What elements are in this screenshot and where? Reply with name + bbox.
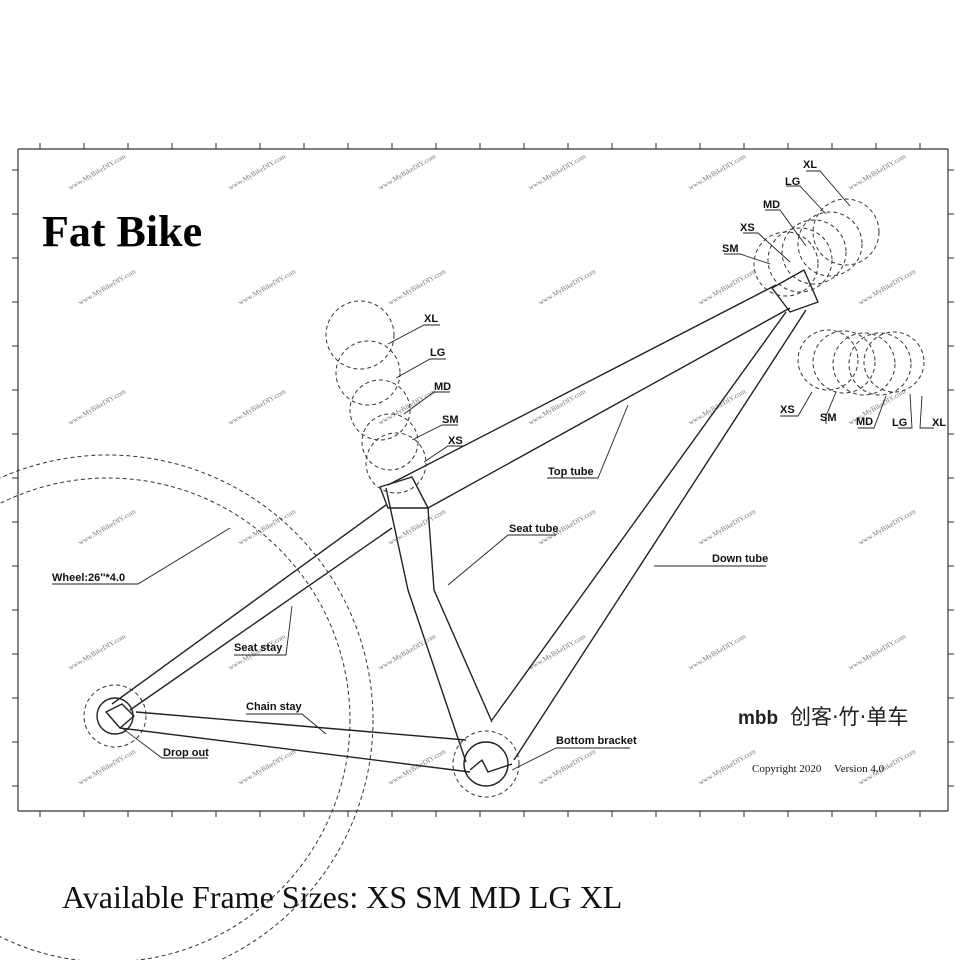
watermark-text: www.MyBikeDIY.com: [237, 747, 298, 787]
frame-sizes-caption: Available Frame Sizes: XS SM MD LG XL: [62, 879, 622, 915]
seat-stay-lower: [129, 527, 393, 711]
bottom-bracket-shell: [463, 741, 509, 787]
rear-axle-circle: [83, 684, 147, 748]
brand-name: 创客·竹·单车: [790, 705, 908, 729]
watermark-text: www.MyBikeDIY.com: [537, 267, 598, 307]
rear-axle: [96, 697, 134, 735]
watermark-text: www.MyBikeDIY.com: [387, 267, 448, 307]
sheet-border: [12, 143, 954, 817]
wheel-label: Wheel:26''*4.0: [52, 572, 125, 584]
watermark-text: www.MyBikeDIY.com: [847, 632, 908, 672]
head-size-xl-label: XL: [803, 159, 817, 171]
watermark-text: www.MyBikeDIY.com: [527, 632, 588, 672]
drop-out-label: Drop out: [163, 747, 209, 759]
watermark-text: www.MyBikeDIY.com: [387, 507, 448, 547]
watermark-text: www.MyBikeDIY.com: [227, 387, 288, 427]
seat-tube-leader: [447, 534, 556, 586]
down-tube-label: Down tube: [712, 553, 768, 565]
diagram-title: Fat Bike: [42, 207, 202, 256]
down-size-md-label: MD: [856, 416, 873, 428]
dropout-plate: [105, 703, 135, 729]
seat-size-xl-label: XL: [424, 313, 438, 325]
seat-tube-label: Seat tube: [509, 523, 559, 535]
chain-stay-label: Chain stay: [246, 701, 303, 713]
watermark-text: www.MyBikeDIY.com: [67, 632, 128, 672]
top-tube: [387, 284, 777, 486]
watermark-text: www.MyBikeDIY.com: [377, 152, 438, 192]
down-size-sm-label: SM: [820, 412, 837, 424]
leader-lines: [52, 170, 934, 771]
bottom-bracket-mark: [469, 759, 513, 773]
watermark-text: www.MyBikeDIY.com: [687, 632, 748, 672]
seat-stay-label: Seat stay: [234, 642, 283, 654]
watermark-text: www.MyBikeDIY.com: [687, 152, 748, 192]
watermark-text: www.MyBikeDIY.com: [377, 387, 438, 427]
watermark-text: www.MyBikeDIY.com: [697, 507, 758, 547]
head-size-sm-label: SM: [722, 243, 739, 255]
head-tube: [771, 269, 819, 313]
watermark-text: www.MyBikeDIY.com: [387, 747, 448, 787]
bottom-bracket-circle: [452, 730, 520, 798]
watermark-text: www.MyBikeDIY.com: [77, 267, 138, 307]
seat-stay-leader: [234, 605, 293, 656]
watermark-text: www.MyBikeDIY.com: [697, 747, 758, 787]
watermark-text: www.MyBikeDIY.com: [77, 747, 138, 787]
seat-cluster: [379, 476, 429, 509]
down-size-xl-label: XL: [932, 417, 946, 429]
wheel-outline: [0, 454, 374, 960]
watermark-text: www.MyBikeDIY.com: [67, 152, 128, 192]
seat-tube-right: [427, 507, 493, 723]
chain-stay-leader: [246, 713, 327, 735]
border-ticks: [12, 143, 954, 817]
seat-size-md-label: MD: [434, 381, 451, 393]
seat-tube: [385, 487, 467, 763]
seat-size-xs-label: XS: [448, 435, 463, 447]
down-size-circles: [797, 329, 925, 396]
wheel-leader: [52, 527, 231, 585]
watermark-text: www.MyBikeDIY.com: [527, 387, 588, 427]
seat-stay-upper: [111, 504, 387, 705]
seat-size-sm-label: SM: [442, 414, 459, 426]
watermark-text: www.MyBikeDIY.com: [237, 507, 298, 547]
drop-out-leader: [121, 727, 208, 759]
bottom-bracket-label: Bottom bracket: [556, 735, 637, 747]
top-tube-lower: [427, 307, 791, 509]
watermark-text: www.MyBikeDIY.com: [857, 507, 918, 547]
watermark-text: www.MyBikeDIY.com: [227, 152, 288, 192]
head-size-md-label: MD: [763, 199, 780, 211]
top-tube-label: Top tube: [548, 466, 594, 478]
watermark-text: www.MyBikeDIY.com: [77, 507, 138, 547]
watermark-text: www.MyBikeDIY.com: [527, 152, 588, 192]
seat-size-circles: [325, 300, 427, 494]
down-tube-inner: [491, 311, 787, 721]
version-text: Version 4.0: [834, 763, 885, 775]
chain-stay-upper: [135, 711, 467, 741]
top-tube-leader: [547, 404, 629, 479]
head-size-circles: [753, 198, 880, 297]
watermark-text: www.MyBikeDIY.com: [857, 267, 918, 307]
down-tube: [513, 309, 807, 761]
down-size-lg-label: LG: [892, 417, 907, 429]
brand-logo: mbb: [738, 708, 778, 729]
head-size-xs-label: XS: [740, 222, 755, 234]
watermark-text: www.MyBikeDIY.com: [237, 267, 298, 307]
head-size-lg-label: LG: [785, 176, 800, 188]
watermark-text: www.MyBikeDIY.com: [847, 152, 908, 192]
watermark-text: www.MyBikeDIY.com: [697, 267, 758, 307]
watermark-text: www.MyBikeDIY.com: [67, 387, 128, 427]
bottom-bracket-leader: [511, 747, 630, 771]
chain-stay-lower: [119, 727, 471, 773]
seat-size-lg-label: LG: [430, 347, 445, 359]
down-size-xs-label: XS: [780, 404, 795, 416]
bike-frame: [83, 269, 819, 798]
copyright-text: Copyright 2020: [752, 763, 822, 775]
